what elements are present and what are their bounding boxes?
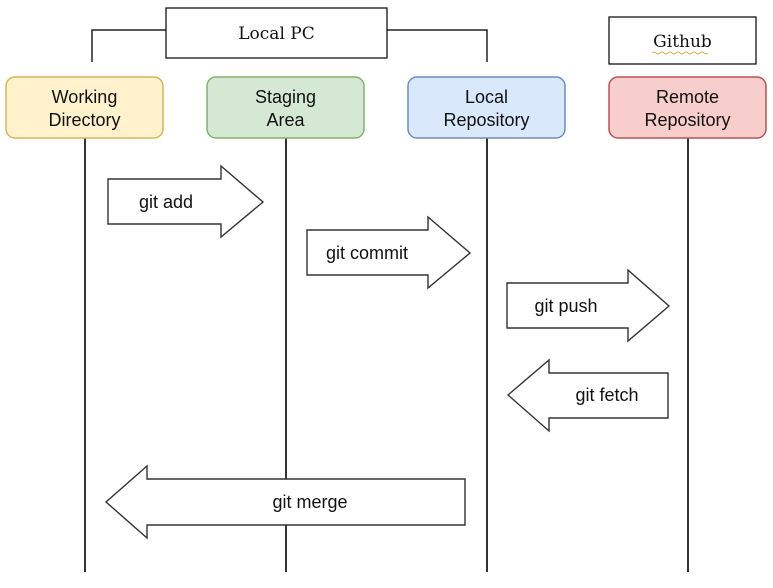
staging-area-line-2: Area (266, 110, 305, 130)
node-working-directory: Working Directory (5, 76, 164, 139)
local-pc-bracket (91, 29, 488, 62)
git-add-arrow-shape (107, 164, 265, 239)
remote-repository-line-2: Repository (644, 110, 730, 130)
local-pc-label: Local PC (238, 24, 314, 44)
github-label: Github (653, 32, 712, 52)
arrow-git-fetch: git fetch (506, 358, 669, 433)
git-fetch-arrow-shape (506, 358, 669, 433)
arrow-git-commit: git commit (306, 215, 472, 290)
git-merge-label: git merge (272, 492, 347, 512)
git-push-label: git push (534, 296, 597, 316)
arrow-git-push: git push (506, 268, 671, 343)
local-pc-label-box (165, 7, 388, 59)
git-fetch-label: git fetch (575, 385, 638, 405)
github-label-box (608, 16, 757, 65)
working-directory-box (5, 76, 164, 139)
local-repository-box (407, 76, 566, 139)
arrow-git-add: git add (107, 164, 265, 239)
git-add-label: git add (139, 192, 193, 212)
remote-repository-box (608, 76, 767, 139)
remote-repository-line-1: Remote (656, 87, 719, 107)
working-directory-line-2: Directory (48, 110, 120, 130)
local-repository-line-1: Local (465, 87, 508, 107)
node-remote-repository: Remote Repository (608, 76, 767, 139)
staging-area-box (206, 76, 365, 139)
arrow-git-merge: git merge (104, 464, 466, 540)
local-repository-line-2: Repository (443, 110, 529, 130)
staging-area-line-1: Staging (255, 87, 316, 107)
node-staging-area: Staging Area (206, 76, 365, 139)
spellcheck-underline (651, 51, 709, 55)
git-merge-arrow-shape (104, 464, 466, 540)
git-commit-label: git commit (326, 243, 408, 263)
working-directory-line-1: Working (52, 87, 118, 107)
git-commit-arrow-shape (306, 215, 472, 290)
node-local-repository: Local Repository (407, 76, 566, 139)
git-push-arrow-shape (506, 268, 671, 343)
